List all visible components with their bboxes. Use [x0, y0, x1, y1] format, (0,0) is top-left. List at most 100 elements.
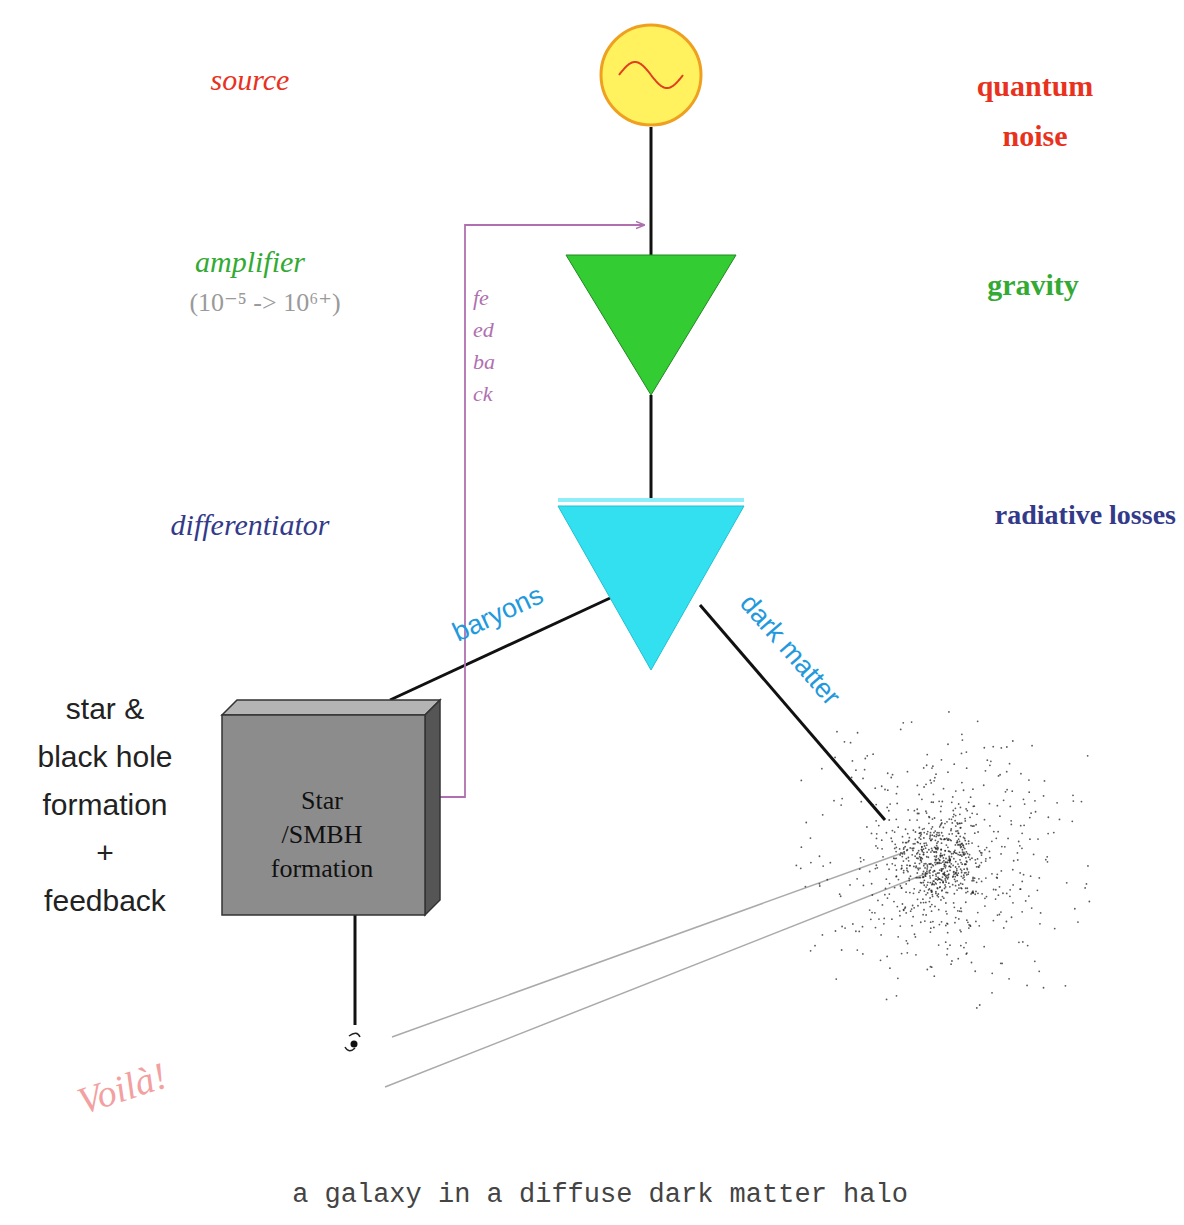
halo-particle — [875, 845, 877, 847]
halo-particle — [1045, 859, 1047, 861]
halo-particle — [881, 848, 883, 850]
halo-particle — [905, 858, 907, 860]
halo-particle — [858, 931, 860, 933]
halo-particle — [933, 975, 935, 977]
halo-particle — [945, 861, 947, 863]
halo-particle — [953, 873, 955, 875]
halo-particle — [923, 852, 925, 854]
halo-particle — [949, 851, 951, 853]
halo-particle — [881, 839, 883, 841]
halo-particle — [1006, 789, 1008, 791]
halo-particle — [965, 851, 967, 853]
halo-particle — [999, 774, 1001, 776]
halo-particle — [909, 819, 911, 821]
halo-particle — [951, 960, 953, 962]
halo-particle — [926, 969, 928, 971]
halo-particle — [959, 859, 961, 861]
halo-particle — [959, 827, 961, 829]
halo-particle — [917, 842, 919, 844]
physics-label: radiative losses — [995, 499, 1176, 531]
halo-particle — [1019, 845, 1021, 847]
halo-particle — [953, 763, 955, 765]
halo-particle — [929, 877, 931, 879]
halo-particle — [1006, 921, 1008, 923]
halo-particle — [1056, 802, 1058, 804]
halo-particle — [840, 804, 842, 806]
halo-particle — [1021, 911, 1023, 913]
halo-particle — [937, 862, 939, 864]
halo-particle — [829, 862, 831, 864]
halo-particle — [822, 865, 824, 867]
halo-particle — [950, 863, 952, 865]
halo-particle — [923, 876, 925, 878]
halo-particle — [1044, 780, 1046, 782]
halo-particle — [961, 870, 963, 872]
halo-particle — [826, 879, 828, 881]
exclamation: Voilà! — [72, 1053, 172, 1123]
halo-particle — [954, 922, 956, 924]
shape — [566, 255, 736, 395]
halo-particle — [949, 860, 951, 862]
halo-particle — [950, 830, 952, 832]
halo-particle — [965, 864, 967, 866]
halo-particle — [953, 871, 955, 873]
halo-particle — [852, 760, 854, 762]
halo-particle — [1003, 799, 1005, 801]
halo-particle — [894, 843, 896, 845]
halo-particle — [927, 866, 929, 868]
halo-particle — [1087, 755, 1089, 757]
halo-particle — [887, 897, 889, 899]
halo-particle — [907, 943, 909, 945]
halo-particle — [929, 834, 931, 836]
halo-particle — [888, 810, 890, 812]
halo-particle — [930, 828, 932, 830]
halo-particle — [961, 733, 963, 735]
halo-particle — [917, 852, 919, 854]
halo-particle — [877, 900, 879, 902]
halo-particle — [810, 837, 812, 839]
halo-particle — [1001, 846, 1003, 848]
halo-particle — [899, 854, 901, 856]
halo-particle — [886, 807, 888, 809]
halo-particle — [952, 876, 954, 878]
halo-particle — [935, 893, 937, 895]
halo-particle — [1047, 833, 1049, 835]
halo-particle — [862, 953, 864, 955]
halo-particle — [890, 777, 892, 779]
halo-particle — [958, 803, 960, 805]
halo-particle — [940, 870, 942, 872]
halo-particle — [930, 782, 932, 784]
halo-particle — [800, 867, 802, 869]
halo-particle — [931, 767, 933, 769]
halo-particle — [965, 751, 967, 753]
halo-particle — [931, 891, 933, 893]
halo-particle — [947, 743, 949, 745]
halo-particle — [922, 914, 924, 916]
halo-particle — [901, 856, 903, 858]
halo-particle — [963, 947, 965, 949]
halo-particle — [916, 808, 918, 810]
halo-particle — [949, 859, 951, 861]
halo-particle — [961, 753, 963, 755]
halo-particle — [896, 906, 898, 908]
halo-particle — [902, 842, 904, 844]
halo-particle — [833, 800, 835, 802]
halo-particle — [977, 892, 979, 894]
halo-particle — [869, 909, 871, 911]
halo-particle — [964, 818, 966, 820]
halo-particle — [985, 877, 987, 879]
halo-particle — [925, 863, 927, 865]
halo-particle — [917, 898, 919, 900]
halo-particle — [1027, 945, 1029, 947]
halo-particle — [943, 864, 945, 866]
halo-particle — [932, 801, 934, 803]
halo-particle — [946, 870, 948, 872]
halo-particle — [942, 881, 944, 883]
halo-particle — [935, 875, 937, 877]
halo-particle — [961, 863, 963, 865]
halo-particle — [970, 796, 972, 798]
halo-particle — [1002, 892, 1004, 894]
halo-particle — [819, 883, 821, 885]
halo-particle — [949, 861, 951, 863]
halo-particle — [969, 854, 971, 856]
